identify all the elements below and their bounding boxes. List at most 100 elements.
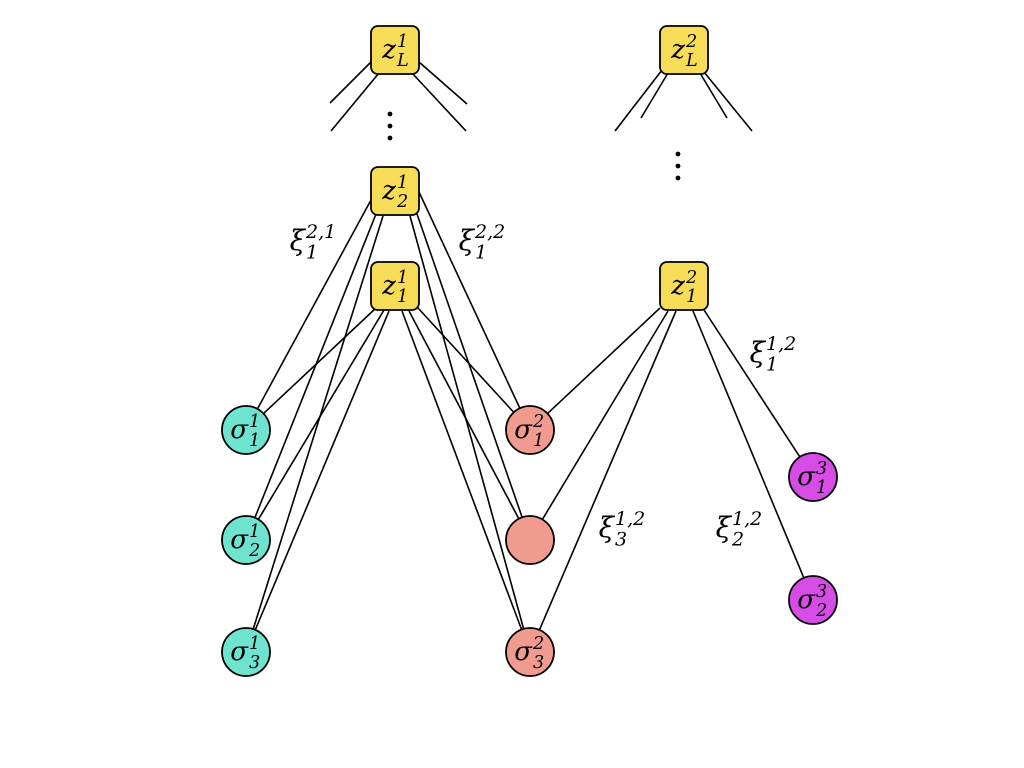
stub-line-zL2-6 xyxy=(703,71,753,132)
svg-text:1: 1 xyxy=(766,353,778,375)
ellipsis-layer xyxy=(387,111,681,181)
svg-text:1: 1 xyxy=(249,431,260,451)
ellipsis-left xyxy=(387,111,393,141)
edge-z11-s12 xyxy=(257,309,385,520)
latent-node-box xyxy=(370,261,420,311)
svg-text:ξ: ξ xyxy=(716,511,733,544)
observed-node-circle xyxy=(505,515,555,565)
edge-z12-s32 xyxy=(692,310,805,579)
observed-node-circle xyxy=(221,405,271,455)
stub-lines-layer xyxy=(329,61,753,132)
svg-text:2: 2 xyxy=(248,541,260,561)
stub-line-zL1-0 xyxy=(329,61,372,104)
svg-text:2: 2 xyxy=(815,601,827,621)
edge-z21-s11 xyxy=(256,199,372,410)
ellipsis-right xyxy=(675,151,681,181)
svg-text:1,2: 1,2 xyxy=(732,508,762,530)
edge-z12-s31 xyxy=(703,309,801,458)
svg-text:σ: σ xyxy=(514,415,533,445)
svg-text:σ: σ xyxy=(230,637,249,667)
svg-text:2: 2 xyxy=(532,634,544,654)
svg-text:1: 1 xyxy=(475,241,487,263)
svg-text:1: 1 xyxy=(306,241,318,263)
svg-text:1,2: 1,2 xyxy=(615,508,645,530)
svg-text:L: L xyxy=(685,51,698,71)
svg-text:1: 1 xyxy=(397,268,408,288)
observed-node-circle xyxy=(505,405,555,455)
edge-z11-s13 xyxy=(254,310,390,631)
svg-text:1: 1 xyxy=(397,173,408,193)
svg-text:2: 2 xyxy=(396,192,408,212)
observed-node-s22 xyxy=(505,515,555,565)
svg-text:3: 3 xyxy=(816,582,827,602)
edge-z11-s21 xyxy=(417,307,515,413)
svg-text:2: 2 xyxy=(685,32,697,52)
svg-text:3: 3 xyxy=(816,459,827,479)
edge-z21-s22 xyxy=(416,213,523,518)
svg-text:ξ: ξ xyxy=(290,224,307,257)
svg-text:2: 2 xyxy=(532,412,544,432)
latent-node-box xyxy=(370,166,420,216)
svg-text:1: 1 xyxy=(249,522,260,542)
edge-z12-s23 xyxy=(538,310,677,631)
edge-z11-s23 xyxy=(401,310,523,630)
svg-text:ξ: ξ xyxy=(750,336,767,369)
observed-node-circle xyxy=(788,575,838,625)
svg-text:z: z xyxy=(670,35,685,65)
svg-text:1: 1 xyxy=(397,32,408,52)
svg-text:z: z xyxy=(381,271,396,301)
ellipsis-dot xyxy=(387,135,393,141)
stub-line-zL1-3 xyxy=(411,72,467,132)
svg-text:σ: σ xyxy=(230,525,249,555)
stub-line-zL2-5 xyxy=(640,72,669,119)
svg-text:z: z xyxy=(381,35,396,65)
stub-line-zL2-7 xyxy=(699,72,728,119)
edge-z12-s21 xyxy=(546,307,661,415)
svg-text:1,2: 1,2 xyxy=(766,333,796,355)
latent-node-box xyxy=(659,25,709,75)
stub-line-zL2-4 xyxy=(614,69,663,132)
svg-text:2: 2 xyxy=(731,528,744,550)
svg-text:z: z xyxy=(670,271,685,301)
ellipsis-dot xyxy=(387,123,393,129)
svg-text:1: 1 xyxy=(397,287,408,307)
svg-text:2: 2 xyxy=(685,268,697,288)
observed-node-circle xyxy=(505,627,555,677)
latent-node-box xyxy=(370,25,420,75)
edge-z21-s23 xyxy=(409,215,525,630)
svg-text:z: z xyxy=(381,176,396,206)
svg-text:L: L xyxy=(396,51,409,71)
svg-text:1: 1 xyxy=(686,287,697,307)
svg-text:1: 1 xyxy=(249,412,260,432)
edge-z21-s13 xyxy=(252,215,384,630)
observed-node-circle xyxy=(788,452,838,502)
ellipsis-dot xyxy=(675,163,681,169)
svg-text:3: 3 xyxy=(615,528,627,550)
ellipsis-dot xyxy=(675,175,681,181)
ellipsis-dot xyxy=(387,111,393,117)
stub-line-zL1-1 xyxy=(330,72,380,132)
edge-z11-s11 xyxy=(262,307,377,415)
observed-node-circle xyxy=(221,515,271,565)
